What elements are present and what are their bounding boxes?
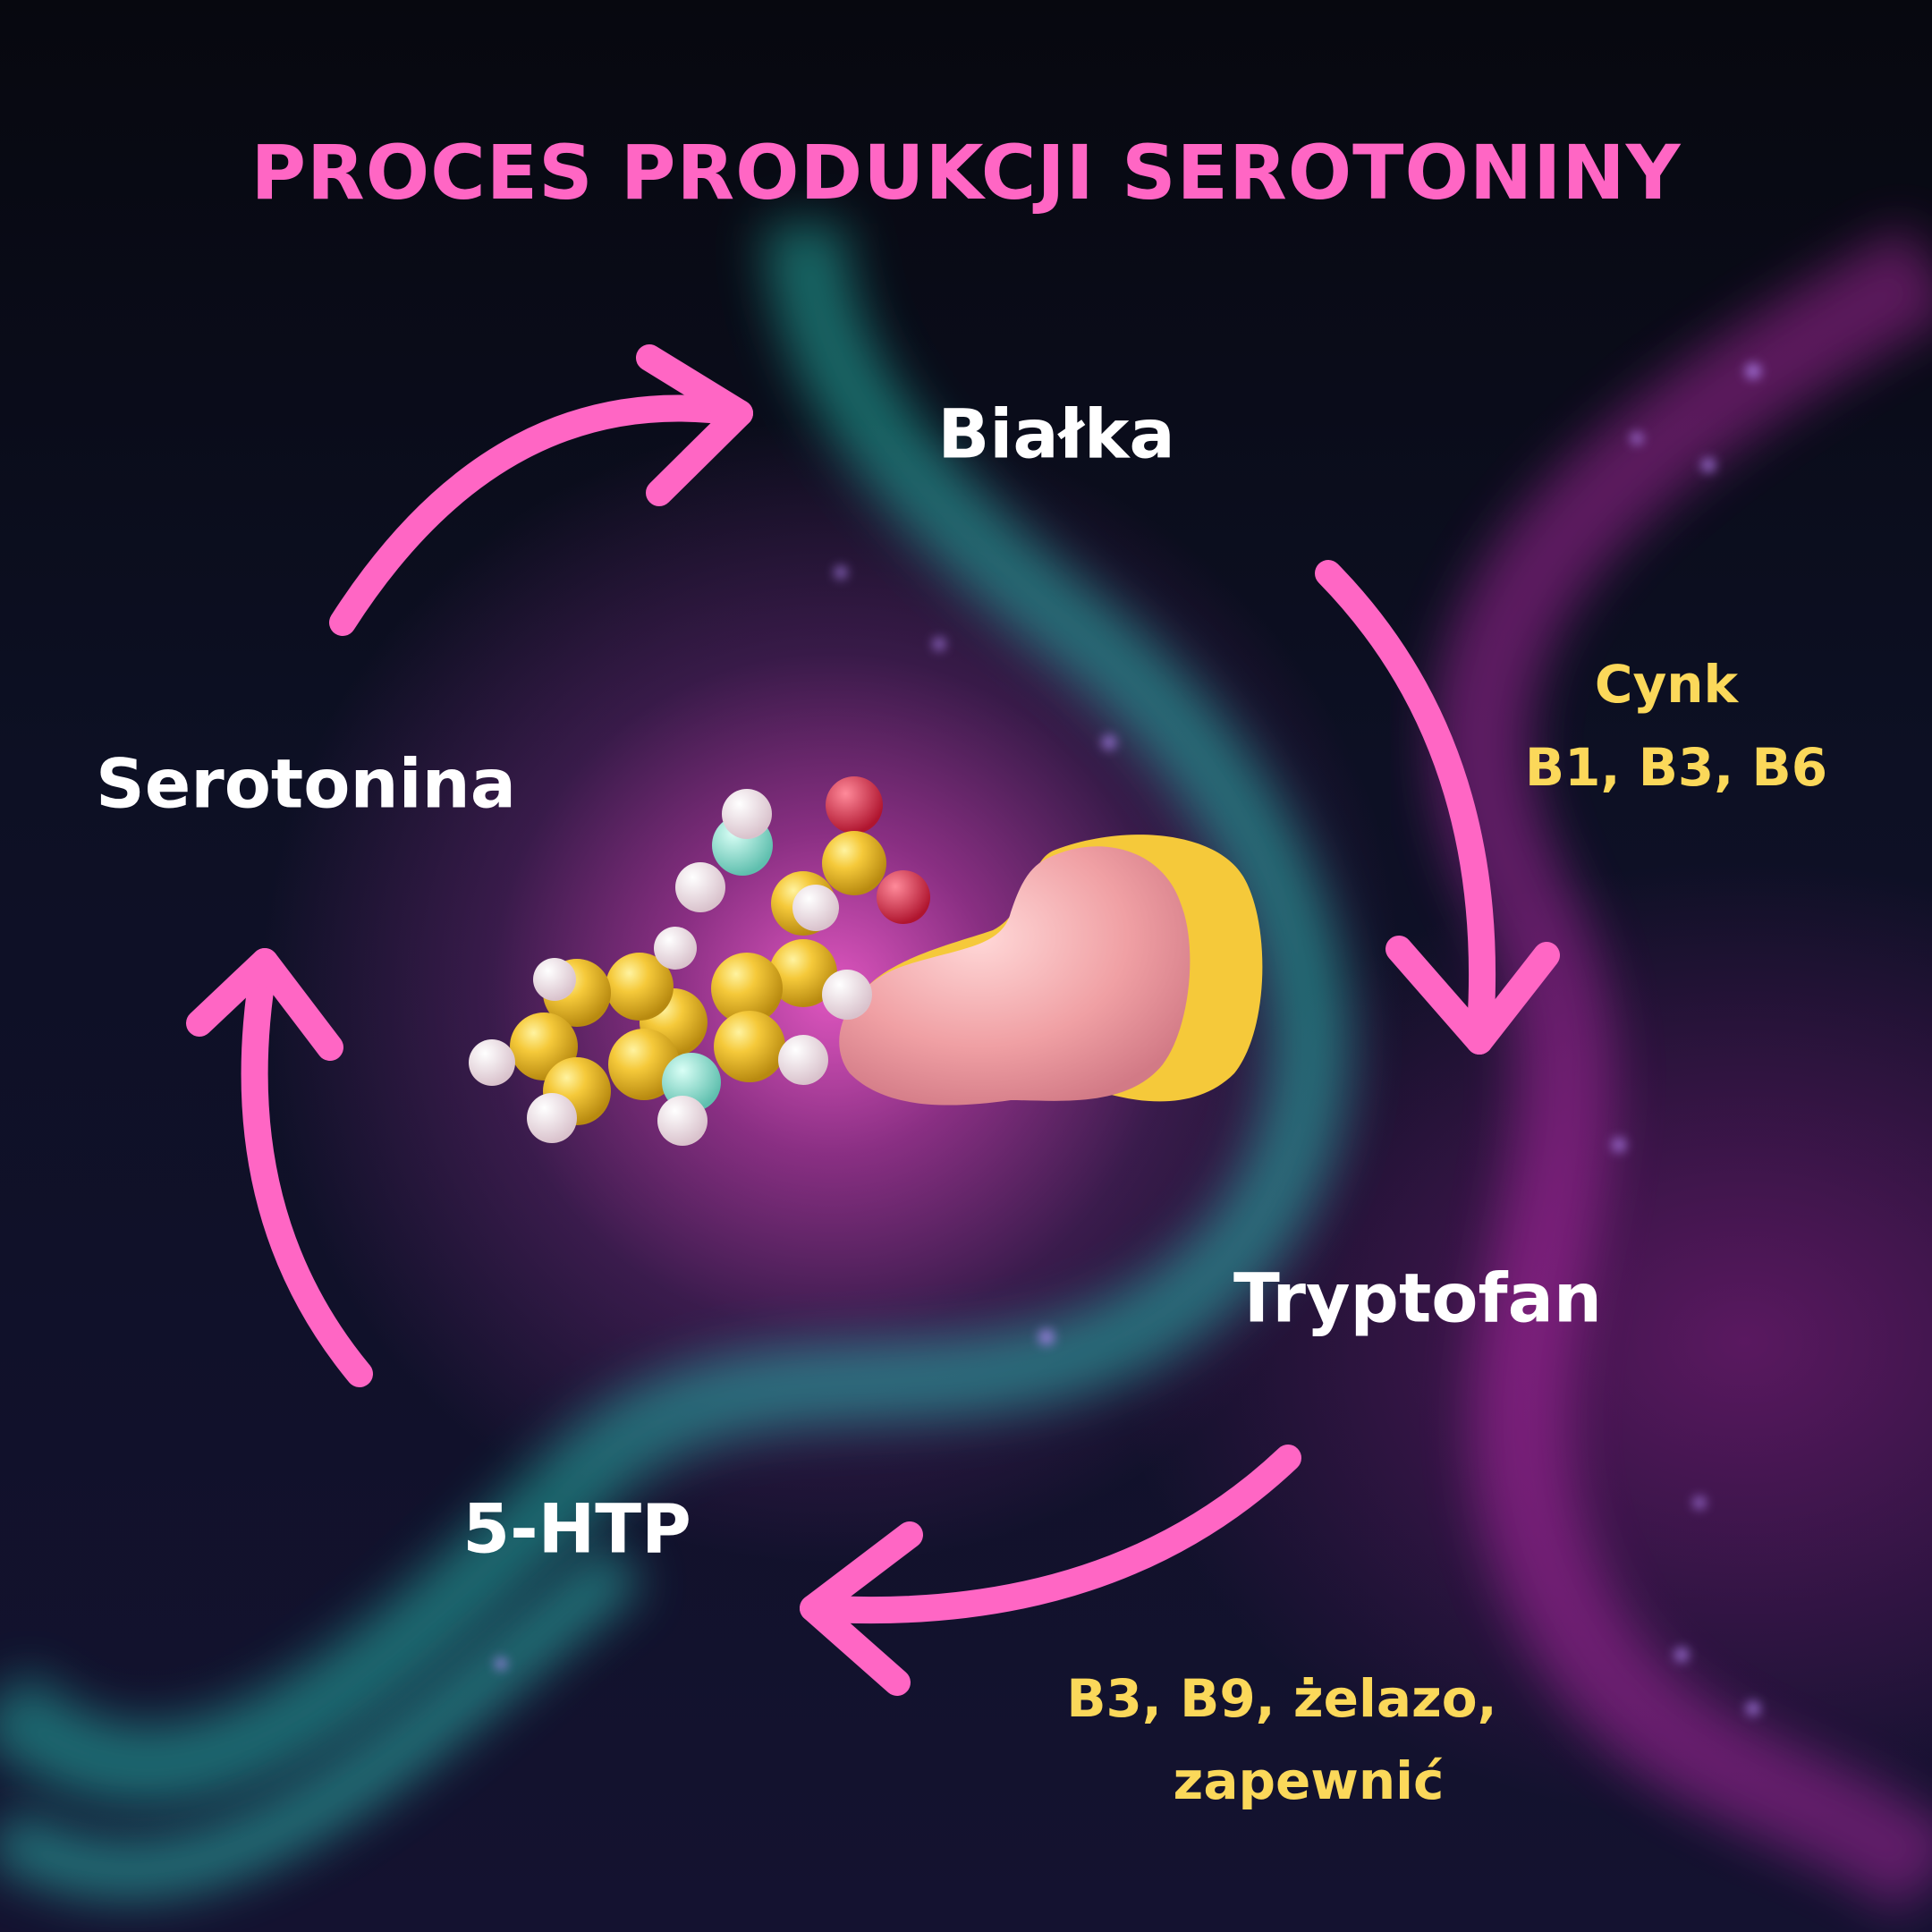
arrow-bialka-to-tryptofan	[1315, 560, 1560, 1055]
node-5-htp: 5-HTP	[462, 1488, 691, 1569]
node-bialka: Białka	[937, 394, 1175, 474]
node-serotonina: Serotonina	[95, 743, 517, 824]
arrow-serotonina-to-bialka	[329, 344, 753, 636]
teal-wave-lower	[0, 1544, 643, 1897]
arrow-tryptofan-to-htp	[800, 1445, 1301, 1696]
arrow-htp-to-serotonina	[186, 948, 373, 1387]
magenta-wave	[1431, 225, 1932, 1916]
teal-wave	[0, 223, 1351, 1806]
node-tryptofan: Tryptofan	[1233, 1258, 1602, 1338]
sparkles	[495, 363, 1761, 1716]
cofactor-b-vitamins: B1, B3, B6	[1524, 737, 1828, 798]
protein-blob	[839, 846, 1191, 1106]
cofactor-zapewnic: zapewnić	[1173, 1750, 1445, 1811]
page-title: PROCES PRODUKCJI SEROTONINY	[250, 129, 1682, 216]
atoms	[469, 776, 930, 1146]
cofactor-b3-b9-iron: B3, B9, żelazo,	[1066, 1668, 1497, 1729]
cofactor-cynk: Cynk	[1594, 654, 1739, 715]
